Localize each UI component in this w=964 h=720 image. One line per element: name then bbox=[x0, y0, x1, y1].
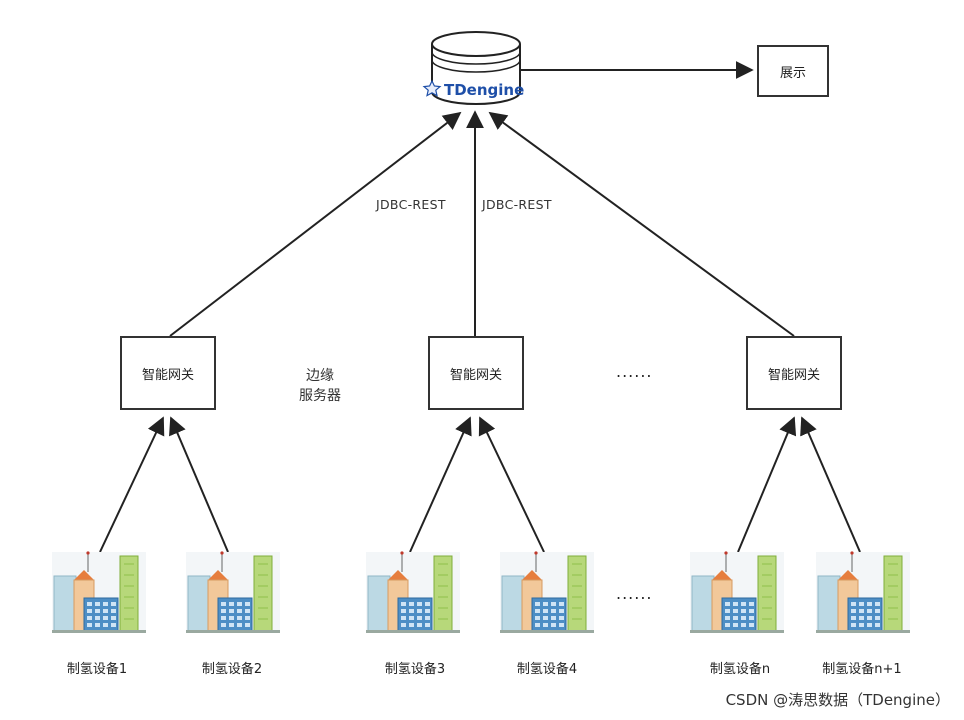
device-ellipsis: ...... bbox=[616, 584, 653, 603]
gateway-box-3: 智能网关 bbox=[746, 336, 842, 410]
device-label-2: 制氢设备2 bbox=[201, 662, 263, 677]
tdengine-logo-text: TDengine bbox=[444, 81, 524, 99]
factory-building-icon bbox=[366, 551, 460, 633]
device-1-to-gateway-arrow bbox=[99, 416, 165, 553]
factory-building-icon bbox=[690, 551, 784, 633]
factory-building-icon bbox=[186, 551, 280, 633]
device-2-to-gateway-arrow bbox=[169, 416, 229, 553]
factory-building-icon bbox=[52, 551, 146, 633]
tdengine-database-icon: TDengine bbox=[422, 31, 524, 105]
gateway-label: 智能网关 bbox=[767, 367, 820, 383]
device-label-1: 制氢设备1 bbox=[66, 662, 128, 677]
edge-server-label: 边缘 服务器 bbox=[299, 366, 341, 406]
device-label-n: 制氢设备n bbox=[709, 662, 771, 677]
gateway-label: 智能网关 bbox=[449, 367, 502, 383]
edge-server-label-line-1: 边缘 bbox=[306, 368, 334, 384]
gateway-3-to-db-arrow bbox=[488, 111, 795, 337]
gateway-box-1: 智能网关 bbox=[120, 336, 216, 410]
device-4-to-gateway-arrow bbox=[478, 416, 545, 553]
gateway-1-to-db-arrow bbox=[169, 111, 462, 337]
device-n1-to-gateway-arrow bbox=[800, 416, 861, 553]
gateway-box-2: 智能网关 bbox=[428, 336, 524, 410]
connection-label-left: JDBC-REST bbox=[376, 197, 446, 212]
display-box-label: 展示 bbox=[779, 65, 806, 81]
gateway-ellipsis: ...... bbox=[616, 362, 653, 381]
factory-building-icon bbox=[500, 551, 594, 633]
connection-label-right: JDBC-REST bbox=[482, 197, 552, 212]
csdn-watermark: CSDN @涛思数据（TDengine） bbox=[725, 691, 950, 709]
device-label-n1: 制氢设备n+1 bbox=[822, 662, 902, 677]
display-box: 展示 bbox=[757, 45, 829, 97]
tdengine-logo-icon: TDengine bbox=[422, 79, 524, 99]
device-label-3: 制氢设备3 bbox=[384, 662, 446, 677]
factory-building-icon bbox=[816, 551, 910, 633]
edge-server-label-line-2: 服务器 bbox=[299, 388, 341, 404]
gateway-label: 智能网关 bbox=[141, 367, 194, 383]
device-n-to-gateway-arrow bbox=[737, 416, 797, 553]
device-3-to-gateway-arrow bbox=[409, 416, 472, 553]
device-label-4: 制氢设备4 bbox=[516, 662, 578, 677]
